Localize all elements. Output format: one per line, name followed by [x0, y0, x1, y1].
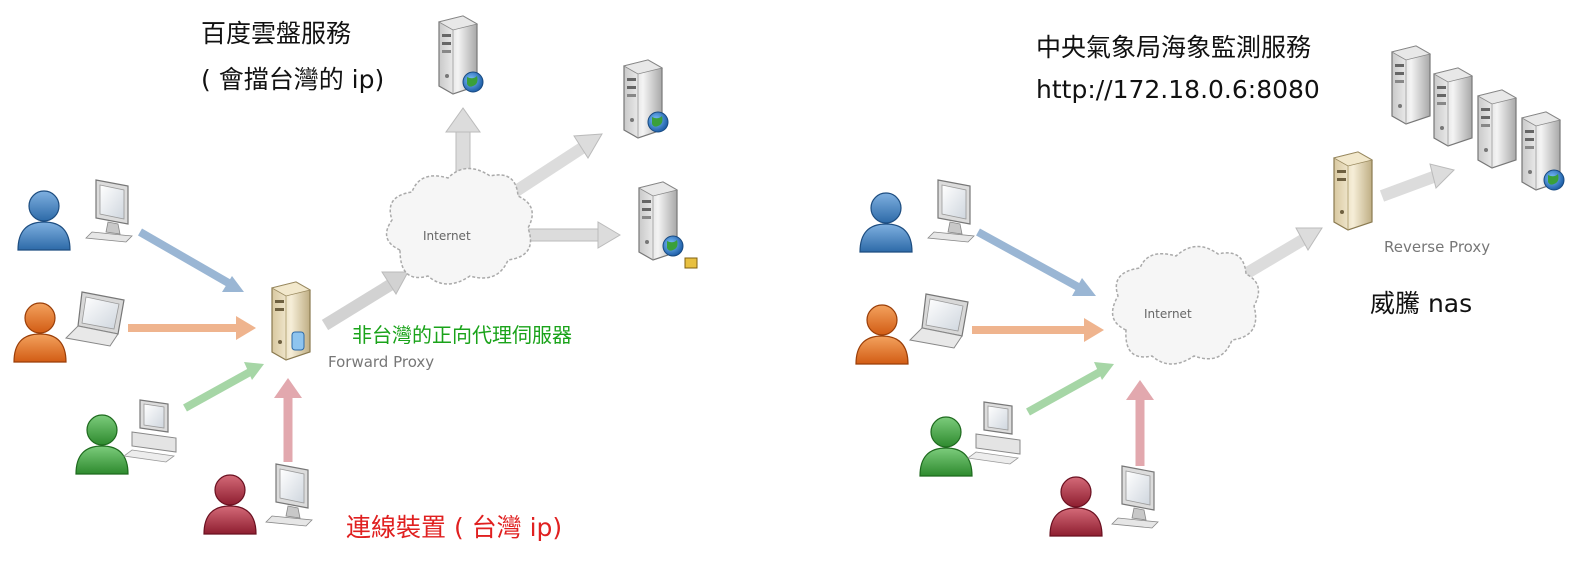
- arrow-internet-to-server2: [506, 133, 603, 201]
- weather-server-2-icon: [1433, 67, 1473, 147]
- monitor-blue-icon: [85, 179, 133, 243]
- arrow-red-to-internet-r: [1126, 380, 1154, 466]
- user-red-icon: [203, 474, 257, 535]
- weather-service-url: http://172.18.0.6:8080: [1036, 75, 1320, 104]
- internet-cloud-forward: [385, 167, 533, 285]
- arrow-orange-to-internet-r: [972, 318, 1104, 342]
- reverse-proxy-label: Reverse Proxy: [1384, 238, 1491, 256]
- forward-proxy-server-icon: [271, 281, 311, 361]
- forward-proxy-label: Forward Proxy: [328, 353, 435, 371]
- weather-server-3-icon: [1477, 89, 1517, 169]
- user-green-icon: [75, 414, 129, 475]
- internet-cloud-reverse: [1111, 245, 1260, 365]
- reverse-proxy-server-icon: [1333, 151, 1373, 231]
- user-green-r-icon: [919, 416, 973, 477]
- arrow-green-to-proxy: [183, 362, 264, 412]
- user-red-r-icon: [1049, 476, 1103, 537]
- user-orange-icon: [13, 302, 67, 363]
- desktop-green-r-icon: [967, 401, 1021, 465]
- arrow-orange-to-proxy: [128, 316, 256, 340]
- baidu-label-line2: ( 會擋台灣的 ip): [201, 65, 385, 94]
- laptop-orange-icon: [65, 291, 125, 347]
- arrow-red-to-proxy: [274, 378, 302, 462]
- arrow-blue-to-proxy: [138, 228, 244, 292]
- user-orange-r-icon: [855, 304, 909, 365]
- baidu-server-icon: [438, 15, 484, 95]
- user-blue-r-icon: [859, 192, 913, 253]
- internet-label-reverse: Internet: [1144, 307, 1192, 321]
- arrow-blue-to-internet-r: [976, 228, 1096, 296]
- server-2-icon: [623, 59, 669, 139]
- desktop-green-icon: [123, 399, 177, 463]
- monitor-red-r-icon: [1111, 465, 1159, 529]
- nas-label: 威騰 nas: [1370, 289, 1473, 318]
- internet-label-forward: Internet: [423, 229, 471, 243]
- laptop-orange-r-icon: [909, 293, 969, 349]
- device-note-label: 連線裝置 ( 台灣 ip): [346, 513, 563, 542]
- forward-proxy-diagram: [13, 15, 698, 535]
- weather-server-4-icon: [1521, 111, 1565, 191]
- arrow-internet-to-server3: [521, 221, 621, 249]
- arrow-reverse-proxy-to-servers: [1379, 163, 1455, 202]
- monitor-red-icon: [265, 463, 313, 527]
- proxy-note-label: 非台灣的正向代理伺服器: [352, 323, 572, 347]
- arrow-green-to-internet-r: [1026, 362, 1114, 416]
- arrow-proxy-to-internet: [321, 271, 409, 331]
- reverse-proxy-diagram: [855, 45, 1565, 537]
- weather-server-1-icon: [1391, 45, 1431, 125]
- weather-service-label-line1: 中央氣象局海象監測服務: [1036, 33, 1312, 62]
- monitor-blue-r-icon: [927, 179, 975, 243]
- baidu-label-line1: 百度雲盤服務: [201, 19, 352, 48]
- user-blue-icon: [17, 190, 71, 251]
- server-3-icon: [638, 181, 698, 269]
